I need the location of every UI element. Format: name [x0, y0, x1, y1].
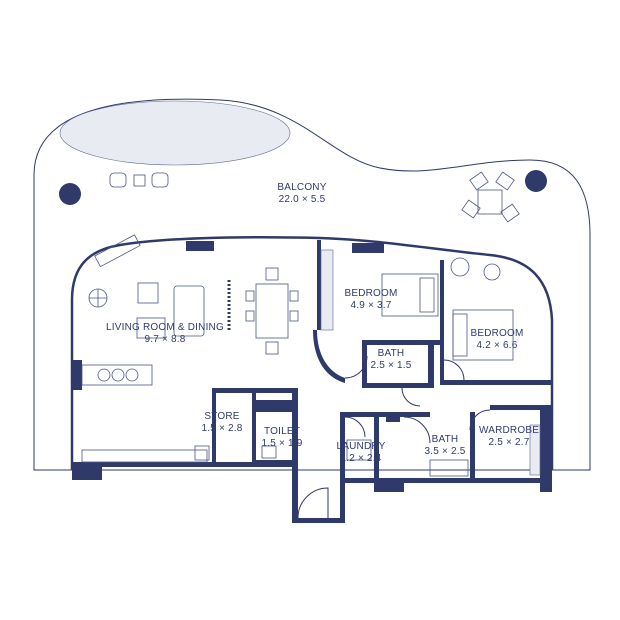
room-toilet-dims: 1.5 × 1.9 — [262, 438, 303, 449]
room-bedroom2-dims: 4.2 × 6.6 — [477, 340, 518, 351]
balcony-column-right — [525, 170, 547, 192]
room-living: LIVING ROOM & DINING 9.7 × 8.8 — [106, 322, 224, 345]
bedroom1-bed — [381, 273, 439, 317]
room-store-name: STORE — [204, 411, 239, 422]
room-wardrobe: WARDROBE 2.5 × 2.7 — [479, 425, 539, 448]
room-laundry-dims: 1.2 × 2.4 — [341, 453, 382, 464]
wall-bath1-left — [362, 340, 367, 388]
room-bath2-dims: 3.5 × 2.5 — [425, 446, 466, 457]
room-bedroom1-name: BEDROOM — [344, 288, 397, 299]
living-coffee-table — [136, 317, 166, 339]
wall-store-left — [212, 388, 216, 464]
wall-lower-bottom — [340, 478, 552, 483]
bedroom2-bed — [452, 309, 514, 361]
room-store-dims: 1.5 × 2.8 — [202, 423, 243, 434]
wall-bedroom1-left — [317, 240, 321, 330]
door-wardrobe — [469, 409, 491, 431]
apartment-outer-wall — [70, 236, 554, 470]
living-ceiling-fan-icon — [88, 288, 108, 308]
wall-living-left-stub — [72, 360, 82, 390]
wall-bedroom1-top-block — [352, 243, 384, 253]
door-entry — [297, 487, 329, 519]
door-bedroom1 — [344, 355, 368, 379]
bedroom2-chair — [450, 257, 470, 277]
store-shelf — [194, 445, 210, 461]
wall-wardrobe-stub — [386, 412, 400, 422]
toilet-fixture — [261, 445, 277, 459]
room-laundry-name: LAUNDRY — [336, 441, 385, 452]
room-living-name: LIVING ROOM & DINING — [106, 322, 224, 333]
wall-bath2-right — [470, 412, 475, 482]
room-bath2-name: BATH — [432, 434, 459, 445]
wall-toilet-left — [252, 388, 256, 464]
bedroom2-lamp — [483, 263, 501, 281]
room-store: STORE 1.5 × 2.8 — [202, 411, 243, 434]
bath2-vanity — [429, 459, 469, 477]
wall-entry-bottom — [292, 518, 344, 523]
wall-bedroom2-bottom — [440, 380, 552, 385]
wall-bath1-bottom — [362, 383, 434, 388]
room-bedroom2: BEDROOM 4.2 × 6.6 — [470, 328, 523, 351]
wardrobe-rail — [529, 424, 541, 476]
wall-bath1-top — [362, 340, 444, 345]
wall-toilet-bottom — [252, 460, 298, 465]
living-armchair — [137, 282, 159, 304]
room-balcony-dims: 22.0 × 5.5 — [279, 194, 326, 205]
kitchen-counter-bottom — [81, 449, 208, 463]
room-bedroom1-dims: 4.9 × 3.7 — [351, 300, 392, 311]
balcony-dining-set — [461, 171, 520, 223]
wall-living-bottom-stub — [72, 462, 102, 480]
wall-laundry-top — [340, 412, 430, 417]
room-bath2: BATH 3.5 × 2.5 — [425, 434, 466, 457]
room-bedroom2-name: BEDROOM — [470, 328, 523, 339]
wall-toilet-top-block — [256, 400, 296, 412]
bedroom1-wardrobe — [320, 249, 334, 331]
kitchen-counter — [81, 364, 153, 386]
door-bedroom2 — [443, 359, 465, 381]
balcony-lounge-set — [109, 172, 169, 188]
door-bath2 — [403, 416, 431, 444]
wall-living-column-top — [186, 241, 214, 251]
laundry-machine — [346, 439, 372, 461]
living-tv-unit — [94, 234, 141, 268]
wall-corridor-left — [292, 388, 298, 522]
room-bath1-dims: 2.5 × 1.5 — [371, 360, 412, 371]
room-bath1-name: BATH — [378, 348, 405, 359]
room-wardrobe-name: WARDROBE — [479, 425, 539, 436]
room-bath1: BATH 2.5 × 1.5 — [371, 348, 412, 371]
room-toilet: TOILET 1.5 × 1.9 — [262, 426, 303, 449]
door-hall — [401, 387, 421, 407]
room-wardrobe-dims: 2.5 × 2.7 — [489, 437, 530, 448]
room-balcony-name: BALCONY — [277, 182, 326, 193]
room-balcony: BALCONY 22.0 × 5.5 — [277, 182, 326, 205]
wall-wardrobe-right-block — [540, 410, 552, 492]
wall-bedroom-divider — [440, 260, 444, 385]
room-living-dims: 9.7 × 8.8 — [145, 334, 186, 345]
wall-bath1-right — [428, 340, 434, 388]
dining-table-set — [245, 267, 299, 355]
door-laundry — [344, 416, 366, 438]
wall-corridor-right — [340, 476, 345, 523]
balcony-planter — [59, 100, 291, 166]
wall-lower-left-block — [374, 478, 404, 492]
wall-wardrobe-top — [490, 405, 552, 410]
wall-living-bottom — [72, 462, 292, 467]
living-sofa — [173, 285, 205, 337]
balcony-column-left — [59, 183, 81, 205]
room-bedroom1: BEDROOM 4.9 × 3.7 — [344, 288, 397, 311]
balcony-outline — [33, 98, 591, 471]
wall-bedroom1-curve — [313, 330, 345, 383]
wall-laundry-right — [374, 412, 379, 492]
wall-laundry-left — [340, 412, 345, 478]
room-toilet-name: TOILET — [264, 426, 300, 437]
room-laundry: LAUNDRY 1.2 × 2.4 — [336, 441, 385, 464]
